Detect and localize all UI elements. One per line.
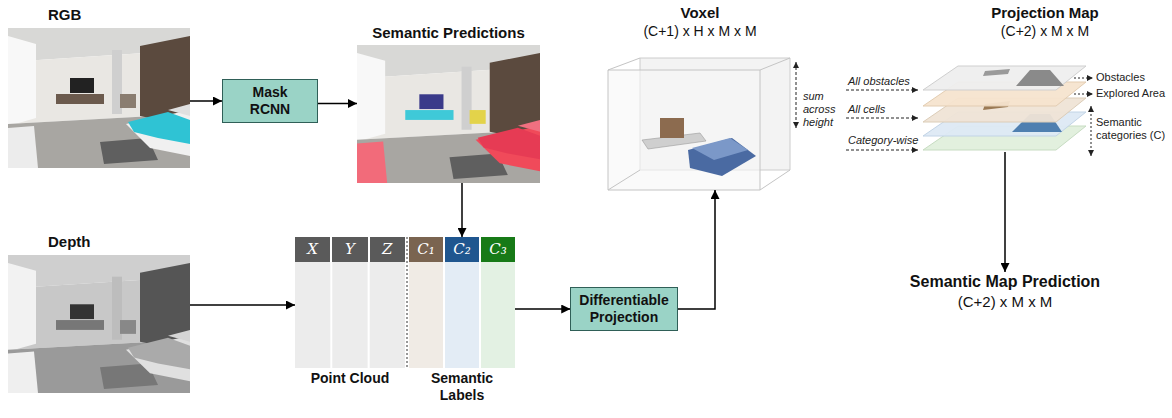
flow-arrow bbox=[190, 100, 222, 102]
bed-top bbox=[692, 138, 748, 160]
divider bbox=[407, 237, 408, 368]
node-title: Projection Map bbox=[980, 4, 1110, 22]
height-arrow bbox=[796, 62, 797, 128]
table-block: C₁C₂C₃ Semantic Labels bbox=[409, 237, 515, 404]
output-label: Semantic Map Prediction(C+2) x M x M bbox=[885, 272, 1125, 311]
column-header: Y bbox=[332, 237, 367, 262]
map-layer bbox=[923, 66, 1086, 90]
process-box: Mask RCNN bbox=[222, 79, 318, 123]
image-panel: Semantic Predictions bbox=[357, 24, 540, 183]
tv-object bbox=[660, 118, 684, 138]
node-title: RGB bbox=[8, 6, 190, 24]
cube-front bbox=[608, 70, 760, 190]
annotation-label: sum across height bbox=[803, 90, 845, 129]
obstacle-blob bbox=[983, 69, 1010, 76]
column-body bbox=[445, 262, 479, 368]
node-title: Semantic Map Prediction bbox=[885, 272, 1125, 292]
column-body bbox=[332, 262, 367, 368]
table-caption: Point Cloud bbox=[295, 370, 405, 387]
annotation-label: All obstacles bbox=[848, 75, 910, 88]
node-title: Mask RCNN bbox=[250, 84, 290, 118]
column-header: Z bbox=[370, 237, 405, 262]
voxel-panel: Voxel(C+1) x H x M x M bbox=[600, 4, 800, 190]
bed-object bbox=[688, 138, 756, 176]
rgb-photo bbox=[8, 28, 190, 168]
flow-arrow bbox=[461, 183, 463, 237]
image-panel: Depth bbox=[8, 233, 190, 393]
column-body bbox=[481, 262, 515, 368]
voxel-cube bbox=[608, 58, 790, 190]
image-panel: RGB bbox=[8, 6, 190, 168]
annotation-label: Category-wise bbox=[848, 134, 918, 147]
segmentation-photo bbox=[357, 45, 540, 183]
cube-edge bbox=[760, 58, 790, 70]
leader-arrow bbox=[846, 118, 918, 119]
column-header: C₂ bbox=[445, 237, 479, 262]
cube-edge bbox=[760, 170, 790, 190]
range-arrow bbox=[1091, 106, 1092, 156]
node-subtitle: (C+2) x M x M bbox=[885, 292, 1125, 311]
table-body bbox=[295, 237, 515, 368]
room-scene bbox=[8, 255, 190, 393]
node-subtitle: (C+2) x M x M bbox=[980, 22, 1110, 40]
node-title: Depth bbox=[8, 233, 190, 251]
room-scene bbox=[357, 45, 540, 183]
depth-photo bbox=[8, 255, 190, 393]
table-header: C₁C₂C₃ bbox=[409, 237, 515, 262]
table-header: XYZ bbox=[295, 237, 405, 262]
flow-arrow bbox=[515, 308, 570, 310]
node-title: Semantic Predictions bbox=[357, 24, 540, 42]
cube-edge bbox=[608, 58, 640, 70]
flow-arrow bbox=[1004, 152, 1006, 272]
table-block: XYZ Point Cloud bbox=[295, 237, 405, 387]
column-body bbox=[295, 262, 330, 368]
annotation-label: Explored Area bbox=[1096, 87, 1165, 100]
column-body bbox=[370, 262, 405, 368]
column-body bbox=[409, 262, 443, 368]
leader-arrow bbox=[846, 90, 918, 91]
column-header: X bbox=[295, 237, 330, 262]
cube-edge bbox=[608, 170, 640, 190]
column-header: C₃ bbox=[481, 237, 515, 262]
table-caption: Semantic Labels bbox=[409, 370, 515, 404]
node-subtitle: (C+1) x H x M x M bbox=[600, 22, 800, 40]
flow-arrow bbox=[318, 103, 357, 105]
leader-arrow bbox=[1074, 94, 1093, 95]
annotation-label: All cells bbox=[848, 103, 885, 116]
layer-stack bbox=[923, 66, 1086, 150]
annotation-label: Semantic categories (C) bbox=[1096, 116, 1168, 142]
obstacle-blob bbox=[1016, 70, 1064, 86]
projection-panel: Projection Map(C+2) x M x M bbox=[900, 4, 1110, 152]
flow-arrow bbox=[190, 304, 295, 306]
node-title: Differentiable Projection bbox=[579, 292, 668, 326]
node-title: Voxel bbox=[600, 4, 800, 22]
leader-arrow bbox=[1074, 78, 1093, 79]
annotation-label: Obstacles bbox=[1096, 71, 1145, 84]
flow-arrow bbox=[678, 190, 715, 309]
room-scene bbox=[8, 28, 190, 168]
leader-arrow bbox=[846, 150, 918, 151]
column-header: C₁ bbox=[409, 237, 443, 262]
process-box: Differentiable Projection bbox=[570, 287, 677, 331]
